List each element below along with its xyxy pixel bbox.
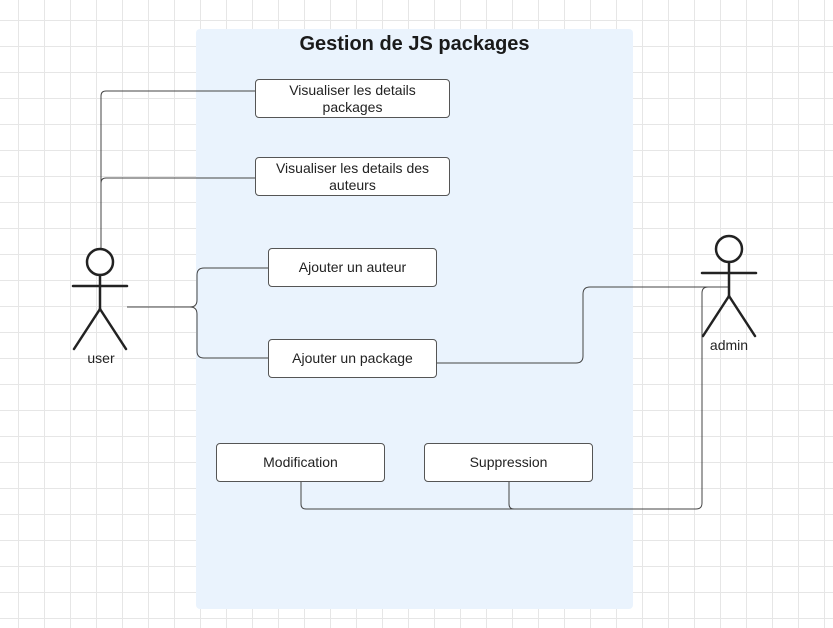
connector-user-ajouter-auteur (127, 267, 268, 308)
usecase-suppression[interactable]: Suppression (424, 443, 593, 482)
usecase-ajouter-package[interactable]: Ajouter un package (268, 339, 437, 378)
connector-user-details-auteurs (100, 177, 255, 248)
usecase-details-auteurs-label: Visualiser les details des auteurs (275, 159, 430, 193)
user-actor-label: user (87, 350, 115, 366)
usecase-ajouter-auteur[interactable]: Ajouter un auteur (268, 248, 437, 287)
connector-user-ajouter-package (127, 306, 268, 359)
admin-actor-label: admin (709, 337, 749, 353)
admin-actor-icon (700, 234, 758, 338)
connector-admin-ajouter-package (437, 286, 728, 364)
usecase-modification[interactable]: Modification (216, 443, 385, 482)
usecase-details-auteurs[interactable]: Visualiser les details des auteurs (255, 157, 450, 196)
connector-user-details-packages (100, 90, 255, 248)
connector-suppression (508, 482, 515, 510)
usecase-details-packages[interactable]: Visualiser les details packages (255, 79, 450, 118)
diagram-title: Gestion de JS packages (299, 33, 530, 55)
connector-admin-modification-suppression (300, 286, 728, 510)
usecase-ajouter-package-label: Ajouter un package (292, 350, 413, 366)
system-boundary (196, 29, 633, 609)
usecase-details-packages-label: Visualiser les details packages (289, 81, 416, 115)
usecase-suppression-label: Suppression (469, 454, 548, 470)
user-actor-icon (71, 247, 129, 351)
usecase-modification-label: Modification (263, 454, 338, 470)
usecase-ajouter-auteur-label: Ajouter un auteur (298, 259, 407, 275)
